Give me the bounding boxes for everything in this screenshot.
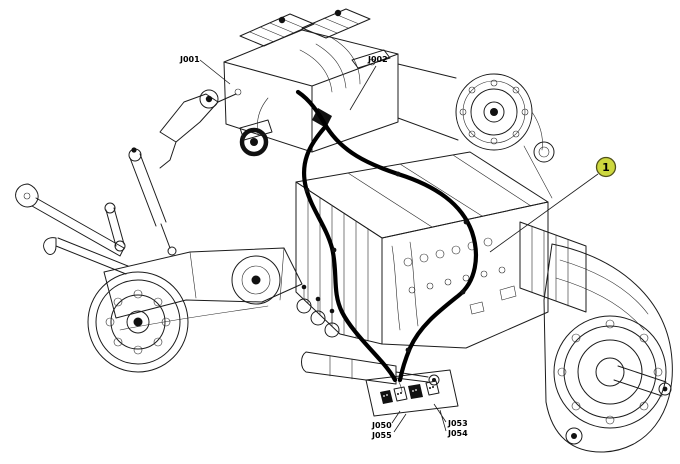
label-j054: J054 xyxy=(447,429,468,438)
lift-linkage xyxy=(159,88,242,169)
callout-1-circle[interactable] xyxy=(595,156,617,178)
label-j053: J053 xyxy=(447,419,468,428)
label-j055: J055 xyxy=(371,431,392,440)
callout-1[interactable]: 1 xyxy=(595,156,617,178)
leader-lines xyxy=(199,59,599,433)
label-j002: J002 xyxy=(367,55,388,64)
label-j050: J050 xyxy=(371,421,392,430)
wiring-harness xyxy=(295,89,479,383)
front-hitch xyxy=(15,147,177,275)
front-axle xyxy=(87,247,303,373)
connector-panel xyxy=(365,369,459,417)
hydraulic-cylinder xyxy=(301,351,440,386)
callout-1-number: 1 xyxy=(602,161,610,174)
rear-axle-housing xyxy=(543,243,673,453)
flywheel-housing xyxy=(397,63,555,199)
transmission xyxy=(295,151,587,349)
label-j001: J001 xyxy=(179,55,200,64)
engine-assembly xyxy=(223,8,399,157)
